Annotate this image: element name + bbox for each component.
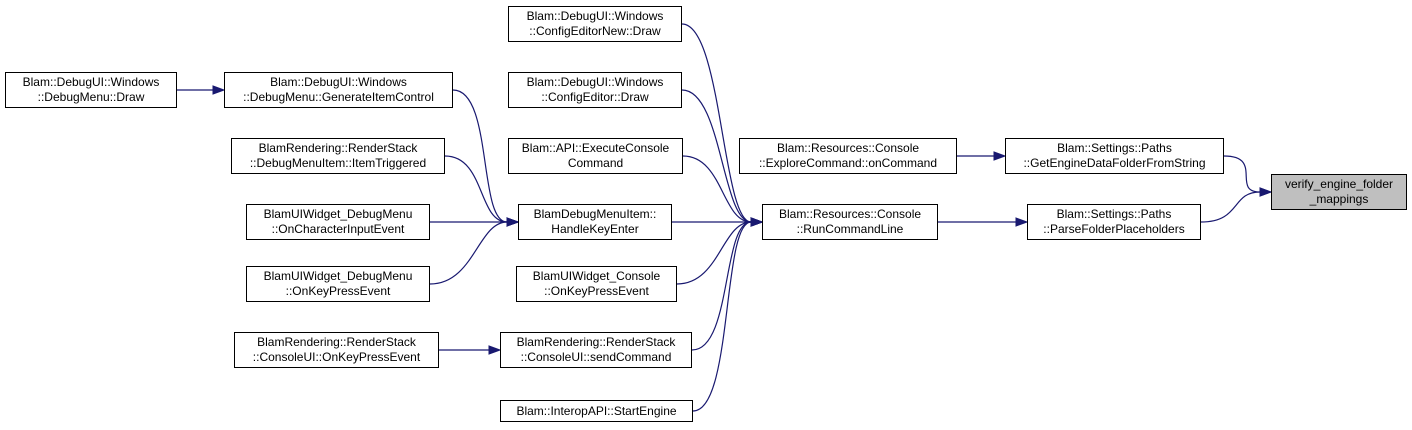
- edge-config_editor_new-to-run_command_line: [681, 23, 764, 227]
- edge-line: [682, 155, 752, 223]
- node-line1: Blam::Settings::Paths: [1057, 141, 1172, 155]
- edge-arrowhead: [750, 217, 764, 227]
- edge-arrowhead: [1259, 187, 1273, 197]
- edge-parse_folder-to-verify: [1200, 187, 1273, 223]
- node-line2: ::OnKeyPressEvent: [544, 284, 649, 298]
- node-console-ui-on-key-press[interactable]: BlamRendering::RenderStack ::ConsoleUI::…: [234, 332, 439, 368]
- node-line1: Blam::Resources::Console: [776, 141, 920, 155]
- node-line1: BlamUIWidget_DebugMenu: [263, 269, 413, 283]
- node-handle-key-enter[interactable]: BlamDebugMenuItem:: HandleKeyEnter: [518, 204, 672, 240]
- node-line1: BlamRendering::RenderStack: [516, 335, 676, 349]
- node-console-ui-send-command[interactable]: BlamRendering::RenderStack ::ConsoleUI::…: [500, 332, 692, 368]
- node-line2: _mappings: [1309, 192, 1369, 206]
- node-line1: Blam::Settings::Paths: [1056, 207, 1172, 221]
- edge-line: [681, 89, 752, 223]
- edge-arrowhead: [212, 85, 226, 95]
- node-line1: Blam::DebugUI::Windows: [270, 75, 407, 89]
- edge-line: [692, 221, 752, 412]
- node-line1: Blam::Resources::Console: [778, 207, 922, 221]
- node-line1: Blam::DebugUI::Windows: [526, 9, 664, 23]
- edge-line: [676, 221, 752, 285]
- edge-line: [452, 89, 508, 223]
- node-line2: ::ExploreCommand::onCommand: [758, 156, 938, 170]
- edge-debugmenu_keypress-to-handle_key_enter: [429, 217, 520, 285]
- node-console-widget-on-key-press[interactable]: BlamUIWidget_Console ::OnKeyPressEvent: [516, 266, 677, 302]
- edge-explore_command-to-get_engine_data: [957, 151, 1007, 161]
- node-line2: Command: [567, 156, 624, 170]
- node-line2: ::DebugMenu::GenerateItemControl: [243, 90, 434, 104]
- edge-debug_menu_draw-to-generate_item_control: [177, 85, 226, 95]
- node-config-editor-draw[interactable]: Blam::DebugUI::Windows ::ConfigEditor::D…: [508, 72, 682, 108]
- node-parse-folder-placeholders[interactable]: Blam::Settings::Paths ::ParseFolderPlace…: [1027, 204, 1201, 240]
- edge-line: [1200, 191, 1261, 223]
- edge-arrowhead: [993, 151, 1007, 161]
- node-line2: ::DebugMenu::Draw: [37, 90, 145, 104]
- node-interop-start-engine[interactable]: Blam::InteropAPI::StartEngine: [500, 400, 693, 422]
- node-debug-menu-widget-key-press[interactable]: BlamUIWidget_DebugMenu ::OnKeyPressEvent: [246, 266, 430, 302]
- node-line2: ::ConfigEditor::Draw: [541, 90, 649, 104]
- node-line2: ::ConfigEditorNew::Draw: [529, 24, 661, 38]
- edge-console_widget_keypress-to-run_command_line: [676, 217, 764, 285]
- edge-line: [681, 23, 752, 223]
- node-line2: ::RunCommandLine: [796, 222, 904, 236]
- node-line1: Blam::API::ExecuteConsole: [521, 141, 670, 155]
- edge-line: [444, 155, 508, 223]
- edge-send_command-to-run_command_line: [691, 217, 764, 351]
- node-line1: BlamRendering::RenderStack: [257, 335, 416, 349]
- node-line2: ::ConsoleUI::sendCommand: [520, 350, 672, 364]
- node-line1: BlamDebugMenuItem::: [533, 207, 657, 221]
- node-line2: ::OnCharacterInputEvent: [271, 222, 405, 236]
- node-debug-menu-item-triggered[interactable]: BlamRendering::RenderStack ::DebugMenuIt…: [231, 138, 445, 174]
- node-line2: ::GetEngineDataFolderFromString: [1023, 156, 1206, 170]
- node-line2: ::OnKeyPressEvent: [285, 284, 391, 298]
- node-generate-item-control[interactable]: Blam::DebugUI::Windows ::DebugMenu::Gene…: [224, 72, 453, 108]
- node-debug-menu-draw[interactable]: Blam::DebugUI::Windows ::DebugMenu::Draw: [5, 72, 177, 108]
- edge-arrowhead: [488, 345, 502, 355]
- node-line2: ::ParseFolderPlaceholders: [1043, 222, 1185, 236]
- edge-line: [429, 221, 508, 285]
- node-verify-engine-folder-mappings: verify_engine_folder _mappings: [1271, 174, 1407, 210]
- node-config-editor-new-draw[interactable]: Blam::DebugUI::Windows ::ConfigEditorNew…: [508, 6, 682, 42]
- node-line1: BlamUIWidget_DebugMenu: [263, 207, 413, 221]
- node-line2: HandleKeyEnter: [551, 222, 639, 236]
- edge-start_engine-to-run_command_line: [692, 217, 764, 412]
- node-explore-command-on-command[interactable]: Blam::Resources::Console ::ExploreComman…: [739, 138, 957, 174]
- node-line2: ::ConsoleUI::OnKeyPressEvent: [252, 350, 421, 364]
- node-line1: BlamUIWidget_Console: [532, 269, 661, 283]
- node-line1: Blam::DebugUI::Windows: [22, 75, 160, 89]
- edge-run_command_line-to-parse_folder: [938, 217, 1029, 227]
- edge-line: [691, 221, 752, 351]
- node-line1: verify_engine_folder: [1284, 177, 1394, 191]
- node-run-command-line[interactable]: Blam::Resources::Console ::RunCommandLin…: [762, 204, 938, 240]
- node-line1: Blam::InteropAPI::StartEngine: [516, 403, 677, 418]
- edge-arrowhead: [1015, 217, 1029, 227]
- node-execute-console-command[interactable]: Blam::API::ExecuteConsole Command: [508, 138, 683, 174]
- node-line1: Blam::DebugUI::Windows: [526, 75, 664, 89]
- node-debug-menu-widget-char-input[interactable]: BlamUIWidget_DebugMenu ::OnCharacterInpu…: [246, 204, 430, 240]
- edge-arrowhead: [506, 217, 520, 227]
- node-line1: BlamRendering::RenderStack: [258, 141, 418, 155]
- edge-line: [1223, 155, 1261, 193]
- node-line2: ::DebugMenuItem::ItemTriggered: [249, 156, 427, 170]
- edge-consoleui_keypress-to-send_command: [439, 345, 502, 355]
- node-get-engine-data-folder[interactable]: Blam::Settings::Paths ::GetEngineDataFol…: [1005, 138, 1224, 174]
